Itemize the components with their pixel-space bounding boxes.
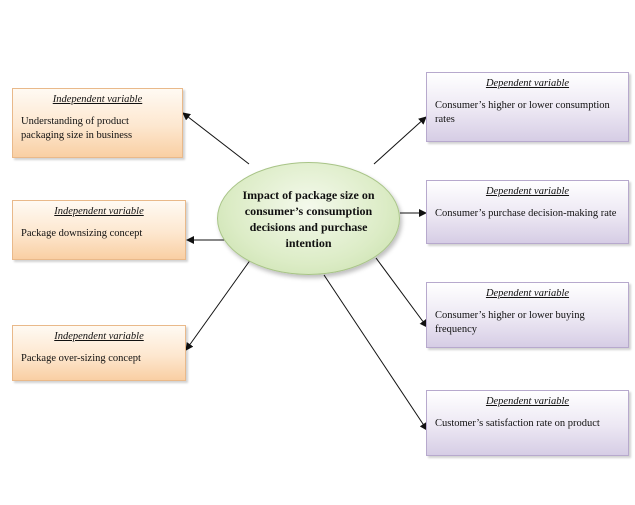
arrow-to-dependent-1 — [373, 116, 427, 165]
independent-variable-box-1: Independent variable Understanding of pr… — [12, 88, 183, 158]
independent-variable-text: Understanding of product packaging size … — [21, 116, 133, 141]
independent-variable-box-3: Independent variable Package over-sizing… — [12, 325, 186, 381]
dependent-variable-text: Consumer’s higher or lower buying freque… — [435, 310, 585, 335]
dependent-variable-heading: Dependent variable — [485, 186, 570, 197]
independent-variable-text: Package over-sizing concept — [21, 353, 141, 364]
dependent-variable-heading: Dependent variable — [485, 78, 570, 89]
arrow-to-dependent-3 — [375, 257, 428, 328]
dependent-variable-text: Consumer’s higher or lower consumption r… — [435, 100, 610, 125]
dependent-variable-box-4: Dependent variable Customer’s satisfacti… — [426, 390, 629, 456]
central-concept-ellipse: Impact of package size on consumer’s con… — [217, 162, 400, 275]
dependent-variable-heading: Dependent variable — [485, 288, 570, 299]
arrow-to-independent-3 — [185, 258, 252, 351]
dependent-variable-box-1: Dependent variable Consumer’s higher or … — [426, 72, 629, 142]
arrow-to-independent-1 — [182, 112, 250, 165]
dependent-variable-heading: Dependent variable — [485, 396, 570, 407]
independent-variable-heading: Independent variable — [54, 331, 144, 342]
independent-variable-text: Package downsizing concept — [21, 228, 143, 239]
central-concept-label: Impact of package size on consumer’s con… — [242, 187, 375, 250]
dependent-variable-box-3: Dependent variable Consumer’s higher or … — [426, 282, 629, 348]
dependent-variable-text: Customer’s satisfaction rate on product — [435, 418, 600, 429]
dependent-variable-box-2: Dependent variable Consumer’s purchase d… — [426, 180, 629, 244]
dependent-variable-text: Consumer’s purchase decision-making rate — [435, 208, 617, 219]
arrow-to-dependent-4 — [323, 274, 428, 431]
independent-variable-heading: Independent variable — [52, 94, 143, 105]
independent-variable-heading: Independent variable — [54, 206, 144, 217]
independent-variable-box-2: Independent variable Package downsizing … — [12, 200, 186, 260]
